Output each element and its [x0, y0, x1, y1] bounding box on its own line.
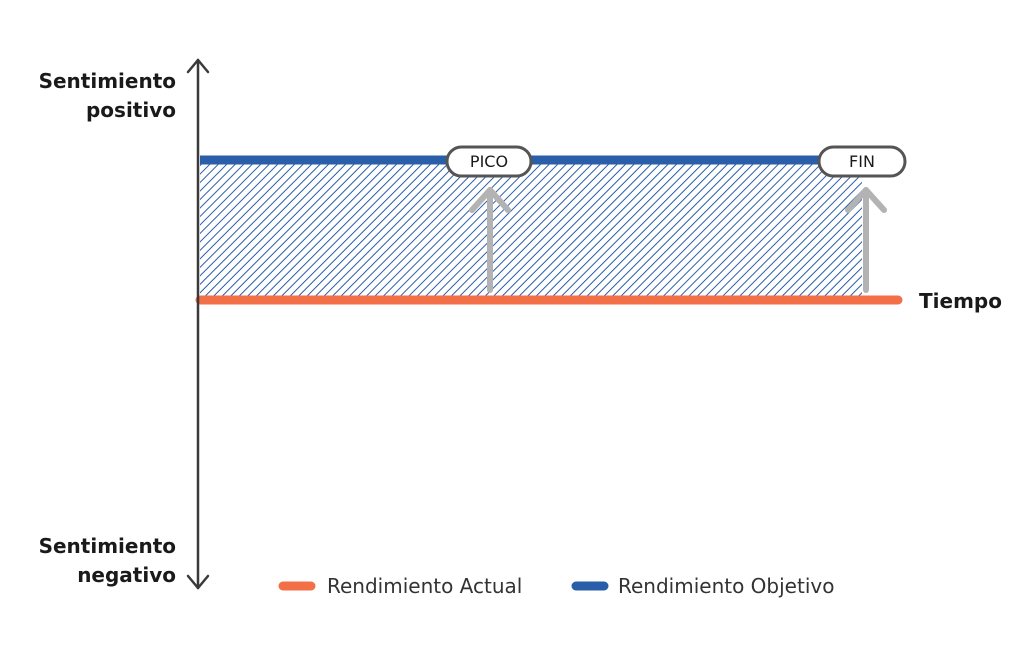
y-axis-bottom-label-line1: Sentimiento	[39, 534, 176, 558]
y-axis-arrow-up-icon	[186, 58, 210, 74]
legend: Rendimiento Actual Rendimiento Objetivo	[278, 574, 834, 598]
peak-arrow-icon	[469, 187, 511, 293]
performance-gap-area	[200, 161, 862, 300]
y-axis-top-label-line1: Sentimiento	[39, 69, 176, 93]
legend-actual-label: Rendimiento Actual	[327, 574, 522, 598]
y-axis-bottom-label-line2: negativo	[77, 563, 176, 587]
legend-target-label: Rendimiento Objetivo	[618, 574, 834, 598]
end-arrow-icon	[845, 187, 887, 293]
end-marker: FIN	[817, 145, 907, 178]
y-axis	[186, 58, 210, 590]
y-axis-arrow-down-icon	[186, 574, 210, 590]
peak-marker-label: PICO	[470, 152, 508, 171]
x-axis-label: Tiempo	[919, 289, 1002, 313]
end-marker-label: FIN	[849, 152, 875, 171]
y-axis-top-label-line2: positivo	[86, 98, 176, 122]
peak-marker: PICO	[445, 145, 533, 178]
